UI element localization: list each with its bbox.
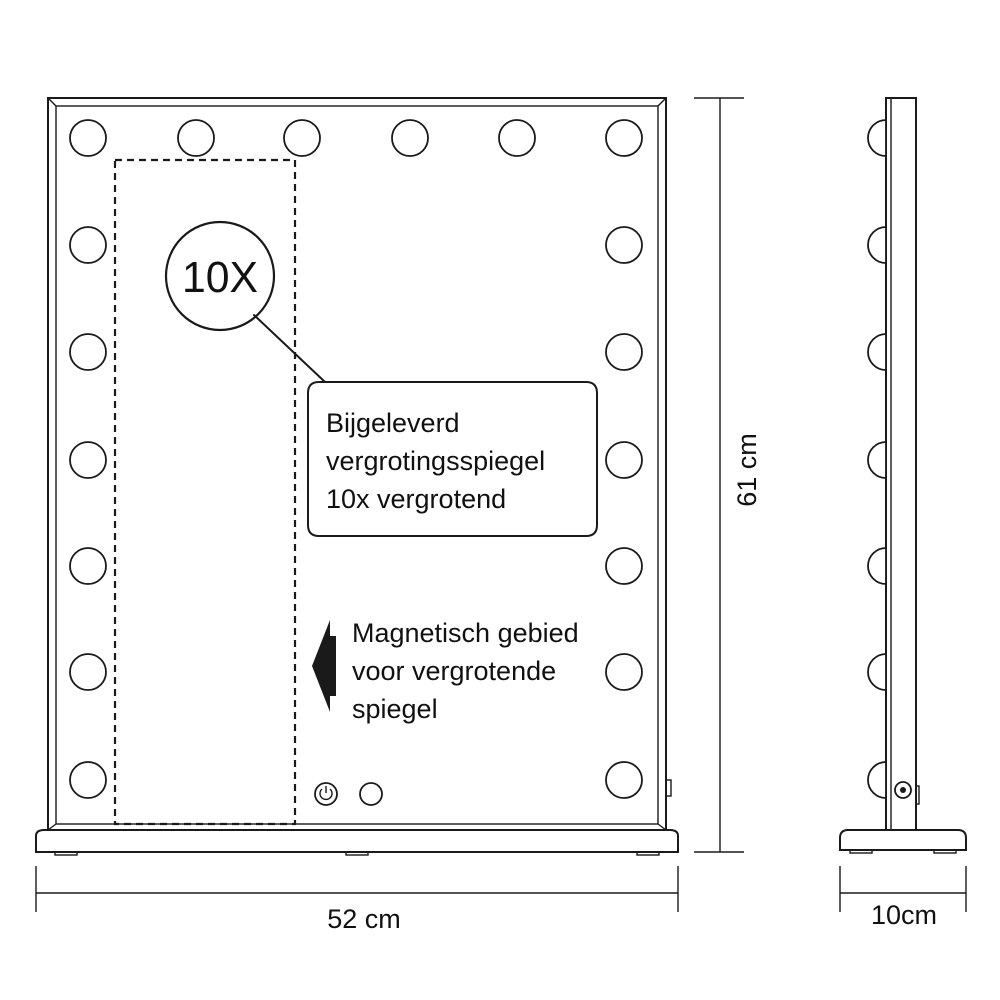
side-bulb bbox=[867, 119, 887, 157]
magnetic-label-line-2: voor vergrotende bbox=[352, 656, 556, 686]
side-bulb bbox=[867, 761, 887, 799]
depth-dimension: 10cm bbox=[839, 866, 967, 930]
bulb bbox=[177, 119, 215, 157]
arrow-shaft bbox=[326, 636, 336, 696]
bulb bbox=[605, 119, 643, 157]
magnetic-label-line-1: Magnetisch gebied bbox=[352, 618, 579, 648]
height-dimension: 61 cm bbox=[694, 97, 762, 853]
bulb bbox=[605, 333, 643, 371]
side-bulb bbox=[867, 333, 887, 371]
bulb bbox=[69, 547, 107, 585]
callout-bubble bbox=[253, 314, 598, 537]
side-base bbox=[839, 829, 967, 851]
side-bulb bbox=[867, 653, 887, 691]
bulb bbox=[605, 226, 643, 264]
side-view: 10cm bbox=[839, 97, 967, 930]
width-dimension: 52 cm bbox=[35, 866, 679, 934]
callout-line-2: vergrotingsspiegel bbox=[326, 446, 545, 476]
mirror-base bbox=[35, 829, 679, 853]
mirror-frame-inner bbox=[55, 105, 659, 825]
dimmer-button-icon[interactable] bbox=[359, 782, 383, 806]
bulb bbox=[69, 761, 107, 799]
power-button[interactable] bbox=[314, 782, 338, 806]
base-foot bbox=[636, 851, 660, 856]
side-connector bbox=[915, 785, 920, 805]
height-label: 61 cm bbox=[732, 433, 762, 507]
bulb bbox=[498, 119, 536, 157]
bulbs-right bbox=[605, 226, 643, 799]
bulb bbox=[605, 441, 643, 479]
base-foot bbox=[54, 851, 78, 856]
magnifier-callout: Bijgeleverd vergrotingsspiegel 10x vergr… bbox=[253, 314, 598, 537]
bulb bbox=[605, 653, 643, 691]
callout-line-1: Bijgeleverd bbox=[326, 408, 460, 438]
bulb bbox=[69, 226, 107, 264]
depth-label: 10cm bbox=[871, 900, 937, 930]
bulb bbox=[283, 119, 321, 157]
bulb bbox=[605, 547, 643, 585]
bulbs-left bbox=[69, 226, 107, 799]
magnetic-area-annotation: Magnetisch gebied voor vergrotende spieg… bbox=[312, 618, 579, 724]
bulbs-top bbox=[69, 119, 643, 157]
base-foot bbox=[345, 851, 369, 856]
width-label: 52 cm bbox=[327, 904, 401, 934]
arrow-left-icon bbox=[312, 620, 330, 712]
base-foot bbox=[849, 849, 873, 854]
magnifier-badge: 10X bbox=[164, 220, 276, 332]
magnifier-badge-label: 10X bbox=[182, 253, 258, 302]
side-bulb bbox=[867, 226, 887, 264]
magnifier-circle bbox=[164, 220, 276, 332]
bulb bbox=[69, 441, 107, 479]
power-icon[interactable] bbox=[314, 782, 338, 806]
side-bulb bbox=[867, 547, 887, 585]
side-bulb bbox=[867, 441, 887, 479]
bulb bbox=[391, 119, 429, 157]
bulb bbox=[69, 119, 107, 157]
callout-line-3: 10x vergrotend bbox=[326, 484, 506, 514]
side-connector bbox=[665, 779, 672, 797]
magnetic-area-outline bbox=[113, 158, 297, 826]
magnetic-label-line-3: spiegel bbox=[352, 694, 438, 724]
front-view: 10X Bijgeleverd vergrotingsspiegel 10x v… bbox=[35, 97, 762, 934]
bulb bbox=[605, 761, 643, 799]
base-foot bbox=[933, 849, 957, 854]
bulb bbox=[69, 653, 107, 691]
bulb bbox=[69, 333, 107, 371]
